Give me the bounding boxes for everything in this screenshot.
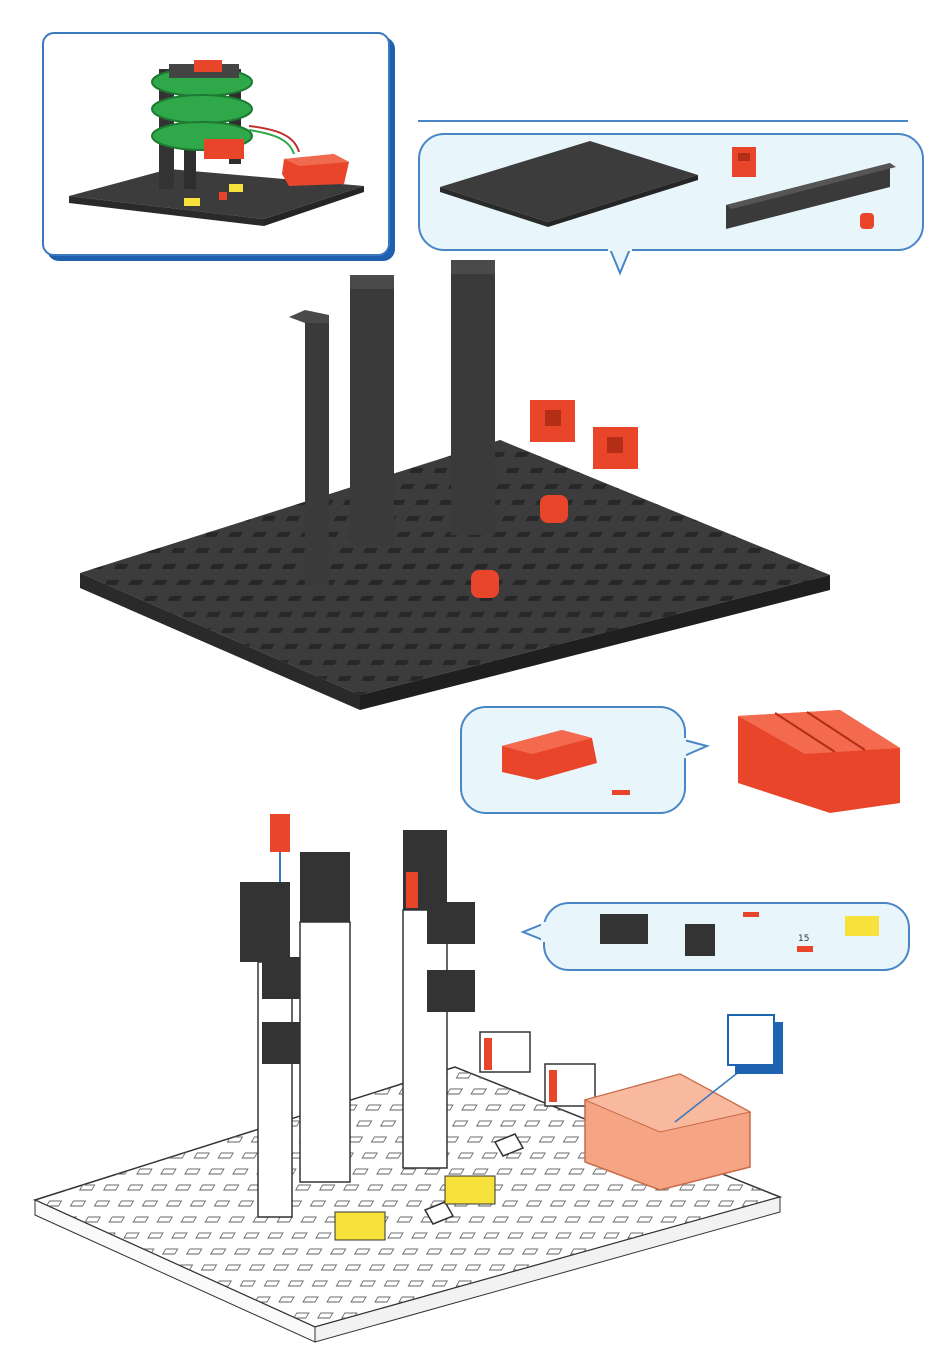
parts-bubble-step-2-art bbox=[462, 708, 712, 812]
connector-red-top bbox=[270, 814, 290, 852]
angle-block-red-back bbox=[540, 495, 568, 523]
building-block-long-middle bbox=[350, 275, 394, 545]
connector-small-red-part bbox=[612, 790, 630, 795]
column-left bbox=[258, 962, 292, 1217]
step-1-assembly bbox=[75, 255, 855, 725]
switch-yellow-part bbox=[845, 916, 879, 936]
connector-15-part bbox=[797, 946, 813, 952]
finished-model-preview bbox=[42, 32, 390, 256]
parts-bubble-step-2 bbox=[460, 706, 686, 814]
block-column-left-top bbox=[240, 882, 290, 962]
step-number-callout bbox=[727, 1014, 775, 1066]
angle-block-red-front bbox=[471, 570, 499, 598]
connector-qty-label: 15 bbox=[798, 934, 809, 944]
building-block-red-back bbox=[530, 400, 575, 442]
building-block-red-part bbox=[732, 147, 756, 177]
column-right bbox=[403, 910, 447, 1168]
column-middle bbox=[300, 922, 350, 1182]
block-column-middle-top bbox=[300, 852, 350, 927]
baseplate-part bbox=[440, 141, 698, 222]
step-2-motor-result bbox=[735, 708, 905, 818]
block-right-2 bbox=[427, 970, 475, 1012]
parts-bubble-step-1 bbox=[418, 133, 924, 251]
switch-yellow-2 bbox=[335, 1212, 385, 1240]
step-3-assembly bbox=[30, 812, 790, 1352]
block-right-1 bbox=[427, 902, 475, 944]
building-block-red-front bbox=[593, 427, 638, 469]
switch-yellow-1 bbox=[445, 1176, 495, 1204]
section-divider bbox=[418, 120, 908, 122]
finished-model-illustration bbox=[44, 34, 388, 254]
building-block-long-right bbox=[451, 260, 495, 535]
parts-bubble-step-1-art bbox=[420, 135, 922, 275]
angle-block-red-part bbox=[860, 213, 874, 229]
